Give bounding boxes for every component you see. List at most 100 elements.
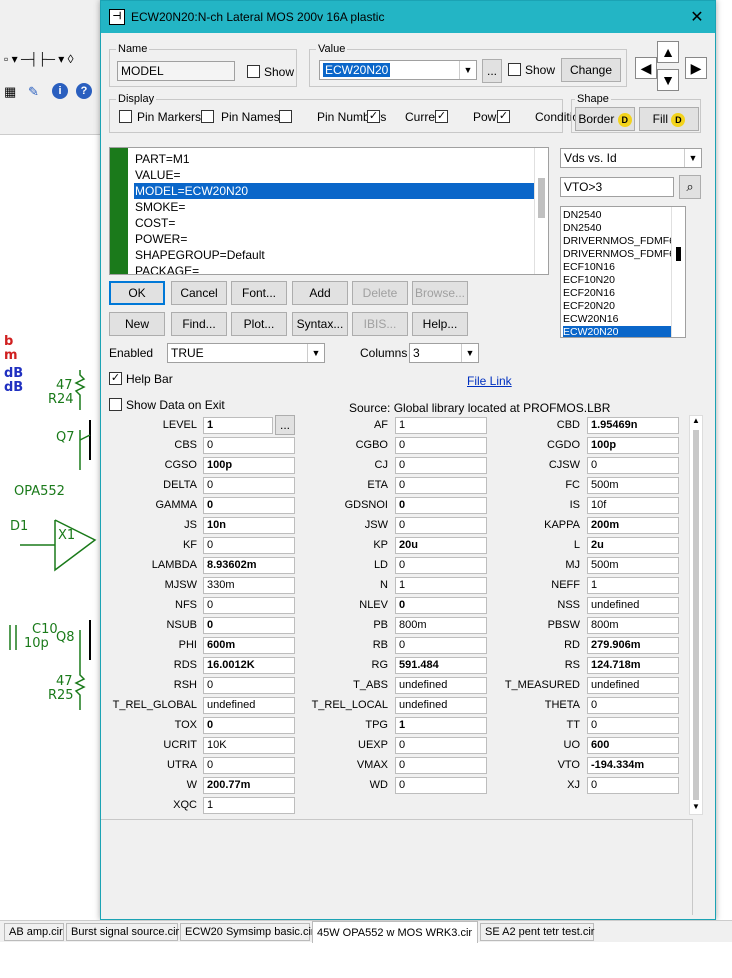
param-value[interactable]: 100p <box>203 457 295 474</box>
show-data-on-exit-checkbox[interactable] <box>109 398 122 411</box>
param-value[interactable]: 0 <box>587 697 679 714</box>
arrow-up-icon[interactable]: ▲ <box>657 41 679 63</box>
scroll-up-icon[interactable]: ▲ <box>692 416 700 425</box>
param-value[interactable]: 1 <box>395 417 487 434</box>
param-value[interactable]: 0 <box>395 637 487 654</box>
button-new[interactable]: New <box>109 312 165 336</box>
attribute-line[interactable]: SMOKE= <box>135 200 186 214</box>
param-value[interactable]: 1 <box>203 417 273 434</box>
attribute-list-scrollbar[interactable] <box>534 148 548 274</box>
display-option-checkbox[interactable]: ✓ <box>497 110 510 123</box>
param-value[interactable]: 0 <box>395 457 487 474</box>
model-list-item[interactable]: ECF10N20 <box>563 274 615 286</box>
param-value[interactable]: 800m <box>395 617 487 634</box>
param-value[interactable]: 0 <box>203 757 295 774</box>
param-value[interactable]: 200.77m <box>203 777 295 794</box>
model-list-item[interactable]: DRIVERNMOS_FDMF6823 <box>563 248 683 260</box>
columns-select[interactable]: 3 ▼ <box>409 343 479 363</box>
param-value[interactable]: 10n <box>203 517 295 534</box>
toolbar-waveform-icon[interactable]: ▫ ▾ ─┤├─ ▾ ◊ <box>4 52 74 66</box>
file-link[interactable]: File Link <box>467 374 512 388</box>
button-font[interactable]: Font... <box>231 281 287 305</box>
param-value[interactable]: 600m <box>203 637 295 654</box>
param-value[interactable]: 10f <box>587 497 679 514</box>
toolbar-help-icon[interactable]: ? <box>76 83 92 99</box>
param-value[interactable]: 1 <box>587 577 679 594</box>
button-plot[interactable]: Plot... <box>231 312 287 336</box>
param-value[interactable]: 10K <box>203 737 295 754</box>
chevron-down-icon[interactable]: ▼ <box>461 344 478 362</box>
param-value[interactable]: 0 <box>395 437 487 454</box>
model-list-item[interactable]: DN2540 <box>563 222 602 234</box>
model-list-item[interactable]: ECF20N16 <box>563 287 615 299</box>
scroll-down-icon[interactable]: ▼ <box>692 802 700 811</box>
name-field[interactable]: MODEL <box>117 61 235 81</box>
param-value[interactable]: 1 <box>203 797 295 814</box>
button-delete[interactable]: Delete <box>352 281 408 305</box>
close-icon[interactable]: ✕ <box>690 9 704 26</box>
button-help[interactable]: Help... <box>412 312 468 336</box>
param-value[interactable]: 591.484 <box>395 657 487 674</box>
param-value[interactable]: 0 <box>203 677 295 694</box>
button-syntax[interactable]: Syntax... <box>292 312 348 336</box>
button-browse[interactable]: Browse... <box>412 281 468 305</box>
title-bar[interactable]: ⊣ ECW20N20:N-ch Lateral MOS 200v 16A pla… <box>101 1 715 33</box>
display-option-checkbox[interactable] <box>279 110 292 123</box>
param-value[interactable]: 0 <box>203 437 295 454</box>
param-value[interactable]: 0 <box>395 757 487 774</box>
enabled-select[interactable]: TRUE ▼ <box>167 343 325 363</box>
param-value[interactable]: 0 <box>203 617 295 634</box>
param-value[interactable]: 0 <box>395 477 487 494</box>
param-value[interactable]: 0 <box>203 597 295 614</box>
param-value[interactable]: 0 <box>587 777 679 794</box>
display-option-checkbox[interactable]: ✓ <box>367 110 380 123</box>
param-value[interactable]: 0 <box>587 717 679 734</box>
change-button[interactable]: Change <box>561 58 621 82</box>
value-show-checkbox[interactable] <box>508 63 521 76</box>
model-list-scrollbar[interactable] <box>671 207 685 337</box>
param-value[interactable]: 600 <box>587 737 679 754</box>
param-value[interactable]: 1 <box>395 717 487 734</box>
model-list-item[interactable]: ECF10N16 <box>563 261 615 273</box>
button-ibis[interactable]: IBIS... <box>352 312 408 336</box>
attribute-line[interactable]: PART=M1 <box>135 152 190 166</box>
chevron-down-icon[interactable]: ▼ <box>307 344 324 362</box>
param-value[interactable]: undefined <box>395 697 487 714</box>
attribute-line[interactable]: MODEL=ECW20N20 <box>134 183 536 199</box>
arrow-down-icon[interactable]: ▼ <box>657 69 679 91</box>
model-search-input[interactable]: VTO>3 <box>560 177 674 197</box>
param-value[interactable]: 1 <box>395 577 487 594</box>
param-value[interactable]: 124.718m <box>587 657 679 674</box>
param-value[interactable]: 500m <box>587 557 679 574</box>
param-value[interactable]: 0 <box>395 497 487 514</box>
model-list-item[interactable]: DRIVERNMOS_FDMF6707 <box>563 235 683 247</box>
attribute-line[interactable]: SHAPEGROUP=Default <box>135 248 265 262</box>
model-list-item[interactable]: ECW20N20 <box>563 326 683 337</box>
param-value[interactable]: 8.93602m <box>203 557 295 574</box>
param-value[interactable]: 0 <box>203 717 295 734</box>
model-list-item[interactable]: ECF20N20 <box>563 300 615 312</box>
param-value[interactable]: undefined <box>587 597 679 614</box>
param-value[interactable]: 20u <box>395 537 487 554</box>
level-browse-button[interactable]: ... <box>275 415 295 435</box>
param-value[interactable]: undefined <box>587 677 679 694</box>
file-tab[interactable]: ECW20 Symsimp basic.cir <box>180 923 315 941</box>
attribute-line[interactable]: VALUE= <box>135 168 181 182</box>
param-value[interactable]: 500m <box>587 477 679 494</box>
value-browse-button[interactable]: ... <box>482 59 502 83</box>
border-button[interactable]: Border D <box>575 107 635 131</box>
param-value[interactable]: 0 <box>203 497 295 514</box>
scrollbar-thumb[interactable] <box>538 178 545 218</box>
button-find[interactable]: Find... <box>171 312 227 336</box>
param-value[interactable]: 1.95469n <box>587 417 679 434</box>
model-list-item[interactable]: DN2540 <box>563 209 602 221</box>
param-value[interactable]: 800m <box>587 617 679 634</box>
button-ok[interactable]: OK <box>109 281 165 305</box>
plot-type-select[interactable]: Vds vs. Id ▼ <box>560 148 702 168</box>
model-list-item[interactable]: ECW20N16 <box>563 313 619 325</box>
scrollbar-thumb[interactable] <box>676 247 681 261</box>
name-show-checkbox[interactable] <box>247 65 260 78</box>
param-value[interactable]: 279.906m <box>587 637 679 654</box>
